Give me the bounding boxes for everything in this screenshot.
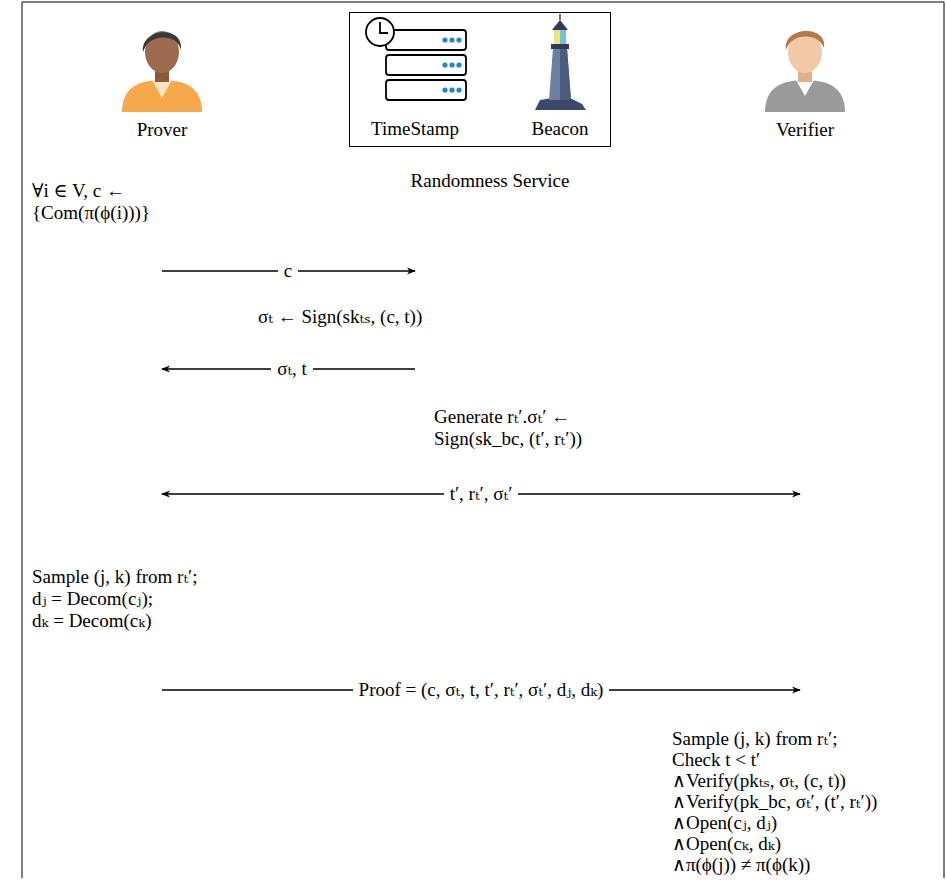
server-leds xyxy=(442,37,461,92)
message-label: Proof = (c, σₜ, t, t′, rₜ′, σₜ′, dⱼ, dₖ) xyxy=(353,679,610,701)
actor-label: Prover xyxy=(133,119,192,141)
lighthouse-tower xyxy=(549,48,571,100)
prover-collar xyxy=(152,80,172,98)
clock-hands xyxy=(380,22,388,33)
node-label: Prover xyxy=(137,119,188,141)
step-text: ∧Verify(pkₜₛ, σₜ, (c, t)) xyxy=(672,770,846,792)
verifier-body xyxy=(765,80,845,112)
lighthouse-lantern xyxy=(554,30,566,44)
server-unit xyxy=(386,80,466,100)
step-text: ∀i ∈ V, c ← {Com(π(ϕ(i)))} xyxy=(32,180,217,224)
step-text: Check t < t′ xyxy=(672,749,760,771)
message-label: t′, rₜ′, σₜ′ xyxy=(444,483,519,505)
message-label: c xyxy=(278,260,298,282)
verifier-collar xyxy=(796,80,814,96)
lighthouse-lantern-glass xyxy=(560,30,566,44)
timestamp-icon xyxy=(366,18,466,100)
node-label: Verifier xyxy=(776,119,834,141)
prover-hair xyxy=(143,32,181,52)
message-label: σₜ, t xyxy=(271,358,313,380)
verifier-icon xyxy=(765,31,845,112)
service-part: TimeStamp xyxy=(367,118,463,140)
prover-body xyxy=(122,80,202,112)
page-frame xyxy=(22,2,944,3)
step-text: σₜ ← Sign(skₜₛ, (c, t)) xyxy=(258,306,422,328)
beacon-icon xyxy=(535,14,586,110)
clock-face xyxy=(366,18,394,46)
lighthouse-spike xyxy=(559,14,561,20)
verifier-hair xyxy=(786,31,824,50)
step-text: ∧Open(cⱼ, dⱼ) xyxy=(672,812,777,834)
step-text: ∧Verify(pk_bc, σₜ′, (t′, rₜ′)) xyxy=(672,791,877,813)
page-frame xyxy=(22,2,23,878)
node-label: Beacon xyxy=(532,118,589,140)
lighthouse-shade xyxy=(560,48,571,100)
server-unit xyxy=(386,55,466,75)
lighthouse-roof xyxy=(552,20,568,30)
page-frame xyxy=(944,2,945,878)
actor-label: Verifier xyxy=(772,119,838,141)
step-text: ∧Open(cₖ, dₖ) xyxy=(672,833,781,855)
service-box: Randomness Service TimeStamp Beacon xyxy=(349,12,611,196)
lighthouse-gallery xyxy=(551,44,569,49)
node-label: TimeStamp xyxy=(371,118,459,140)
service-part: Beacon xyxy=(528,118,593,140)
step-text: dⱼ = Decom(cⱼ); xyxy=(32,588,153,610)
service-heading: Randomness Service xyxy=(411,170,570,192)
server-unit xyxy=(386,30,466,50)
step-text: ∧π(ϕ(j)) ≠ π(ϕ(k)) xyxy=(672,854,810,876)
prover-icon xyxy=(122,31,202,112)
step-text: Sample (j, k) from rₜ′; xyxy=(32,566,198,588)
step-text: Generate rₜ′.σₜ′ ← Sign(sk_bc, (t′, rₜ′)… xyxy=(434,406,634,450)
step-text: dₖ = Decom(cₖ) xyxy=(32,610,152,632)
step-text: Sample (j, k) from rₜ′; xyxy=(672,728,838,750)
